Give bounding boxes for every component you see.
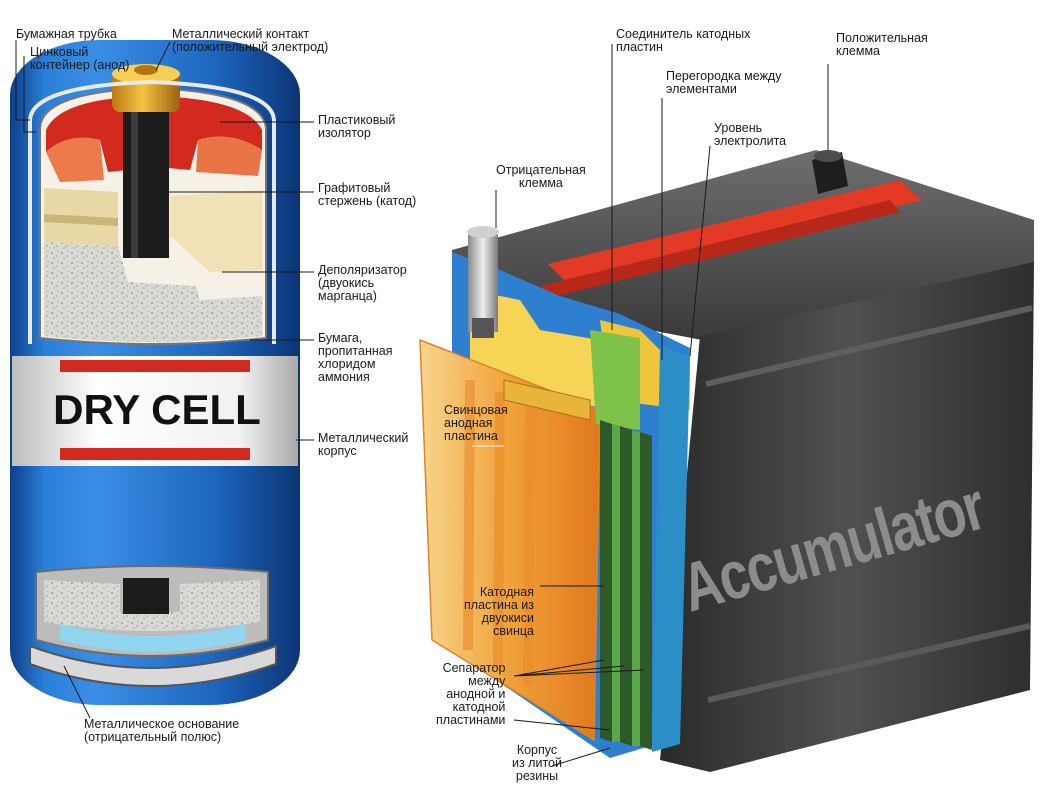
depolarizer-fill (44, 242, 262, 342)
negative-terminal (467, 226, 499, 338)
label-electrolyte-level: Уровень электролита (714, 121, 787, 148)
plate-ribs (463, 379, 565, 705)
positive-terminal (812, 150, 848, 194)
label-cathode-connector: Соединитель катодных пластин (616, 27, 751, 54)
battery-rib-1 (705, 305, 1033, 387)
dry-cell-label-band (12, 356, 298, 466)
label-plastic-insulator: Пластиковый изолятор (318, 113, 396, 140)
label-graphite-rod: Графитовый стержень (катод) (318, 181, 417, 208)
metal-base (29, 644, 277, 687)
paper-stripe (44, 214, 118, 226)
insulator-shade-left (46, 137, 104, 182)
label-metal-base: Металлическое основание (отрицательный п… (84, 717, 240, 744)
bottom-seal (60, 624, 246, 652)
label-positive-terminal: Положительная клемма (836, 31, 928, 58)
label-lead-anode-plate: Свинцовая анодная пластина (444, 403, 508, 443)
graphite-rod-highlight (131, 108, 138, 258)
label-separator: Сепаратор между анодной и катодной пласт… (436, 661, 506, 727)
label-paper-ammonium: Бумага, пропитанная хлоридом аммония (318, 331, 393, 384)
label-depolarizer: Деполяризатор (двуокись марганца) (318, 263, 407, 303)
label-paper-tube: Бумажная трубка (16, 27, 117, 41)
accumulator-figure: Accumulator (419, 150, 1034, 772)
cathode-plates (600, 420, 652, 750)
grid-top (503, 379, 591, 421)
battery-rib-2 (707, 623, 1031, 703)
top-red-stripe (548, 180, 922, 286)
dry-cell-label-stripe-bottom (60, 448, 250, 460)
cathode-connector-strap (590, 330, 640, 430)
label-cell-partition: Перегородка между элементами (666, 69, 782, 96)
label-metal-contact: Металлический контакт (положительный эле… (172, 27, 329, 54)
separators (612, 424, 640, 746)
top-red-stripe-2 (540, 200, 900, 298)
bottom-speckle (44, 580, 260, 631)
label-zinc-container: Цинковый контейнер (анод) (30, 45, 130, 72)
dry-cell-figure: DRY CELL (10, 40, 300, 705)
dry-cell-brand-text: DRY CELL (53, 386, 261, 433)
plastic-insulator (46, 96, 262, 172)
label-negative-terminal: Отрицательная клемма (496, 163, 586, 190)
label-rubber-case: Корпус из литой резины (512, 743, 562, 783)
metal-contact-nub (134, 65, 158, 75)
graphite-rod (123, 108, 169, 258)
leader-lines (15, 40, 829, 767)
label-metal-case: Металлический корпус (318, 431, 409, 458)
paper-section-right (170, 190, 262, 272)
cell-partition (652, 346, 690, 752)
dry-cell-label-stripe-top (60, 360, 250, 372)
label-cathode-plate: Катодная пластина из двуокиси свинца (464, 585, 535, 638)
insulator-shade-right (196, 136, 262, 176)
graphite-rod-bottom (123, 578, 169, 614)
zinc-container-rim (28, 79, 276, 344)
